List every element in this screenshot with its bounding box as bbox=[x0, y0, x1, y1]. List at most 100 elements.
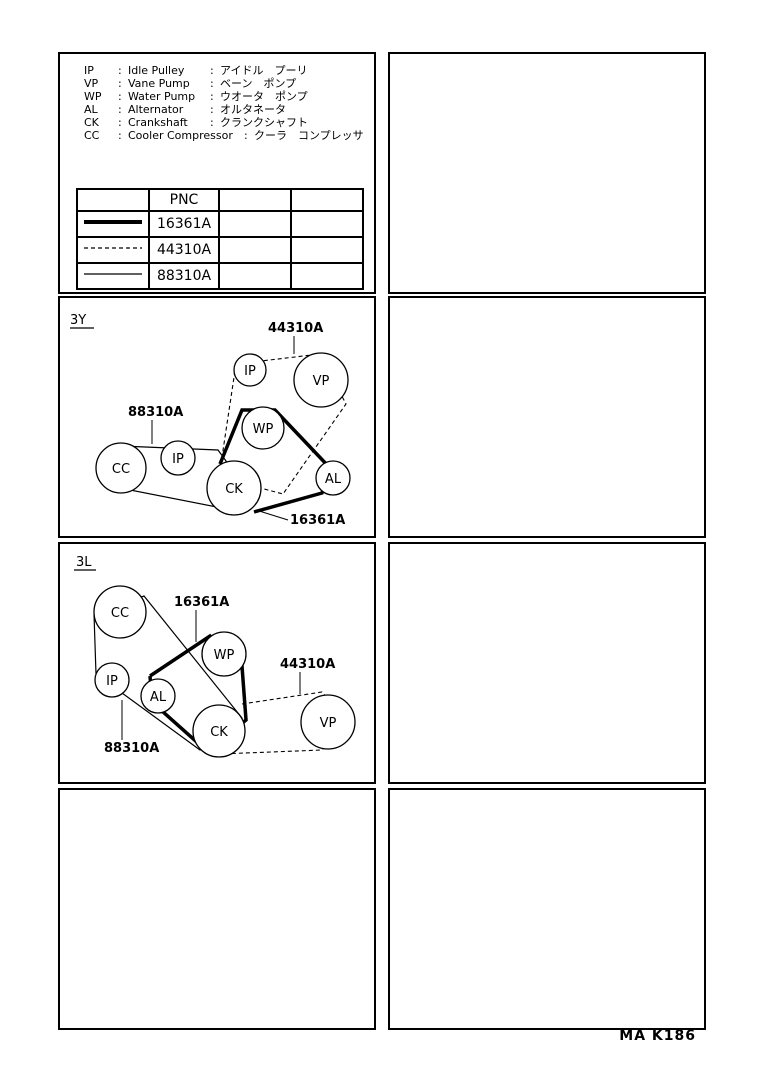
pulley-label: WP bbox=[214, 648, 235, 663]
thick-line-swatch bbox=[76, 210, 150, 238]
pulley-ck bbox=[206, 460, 262, 516]
engine-label: 3Y bbox=[70, 313, 86, 328]
legend-panel: IP : Idle Pulley : アイドル プーリ VP : Vane Pu… bbox=[58, 52, 376, 294]
legend-japanese: クーラ コンプレッサ bbox=[254, 129, 364, 142]
legend-english: Water Pump bbox=[128, 90, 196, 103]
empty-cell bbox=[218, 188, 292, 212]
legend-sep: : bbox=[118, 103, 122, 116]
legend-abbr: CC bbox=[84, 129, 100, 142]
empty-cell bbox=[290, 210, 364, 238]
pnc-code: 88310A bbox=[148, 262, 220, 290]
legend-abbr: CK bbox=[84, 116, 99, 129]
pulley-cc bbox=[93, 585, 147, 639]
legend-japanese: オルタネータ bbox=[220, 103, 286, 116]
legend-sep: : bbox=[210, 90, 214, 103]
pulley-label: IP bbox=[244, 364, 256, 379]
pulley-label: IP bbox=[172, 452, 184, 467]
pulley-ip bbox=[233, 353, 267, 387]
pnc-row: 16361A bbox=[76, 210, 364, 238]
pulley-al bbox=[140, 678, 176, 714]
pulley-wp bbox=[201, 631, 247, 677]
empty-cell bbox=[218, 210, 292, 238]
legend-japanese: クランクシャフト bbox=[220, 116, 308, 129]
legend-sep: : bbox=[118, 77, 122, 90]
callout-88310a: 88310A bbox=[104, 741, 159, 756]
legend-english: Alternator bbox=[128, 103, 184, 116]
legend-japanese: ベーン ポンプ bbox=[220, 77, 297, 90]
legend-row: AL : Alternator : オルタネータ bbox=[84, 103, 364, 116]
legend-abbr: VP bbox=[84, 77, 99, 90]
belt-thick-16361a bbox=[218, 408, 332, 514]
callout-16361a: 16361A bbox=[174, 595, 229, 610]
empty-cell bbox=[290, 236, 364, 264]
pulley-label: CC bbox=[111, 606, 129, 621]
legend-sep: : bbox=[118, 129, 122, 142]
pulley-label: CK bbox=[210, 725, 228, 740]
legend-sep: : bbox=[210, 77, 214, 90]
legend-abbr: IP bbox=[84, 64, 94, 77]
pulley-ip bbox=[94, 662, 130, 698]
legend-japanese: アイドル プーリ bbox=[220, 64, 308, 77]
belt-diagram-3y: 3Y IP VP WP CC IP CK AL 44310A 88310A 16… bbox=[70, 313, 351, 528]
blank-panel bbox=[58, 788, 376, 1030]
dashed-line-swatch bbox=[76, 236, 150, 264]
pnc-table: PNC 16361A 44310A 88310A bbox=[76, 188, 364, 290]
pulley-label: CC bbox=[112, 462, 130, 477]
pulley-al bbox=[315, 460, 351, 496]
pnc-code: 44310A bbox=[148, 236, 220, 264]
empty-cell bbox=[290, 262, 364, 290]
legend-english: Idle Pulley bbox=[128, 64, 185, 77]
pnc-header-row: PNC bbox=[76, 188, 364, 212]
legend-sep: : bbox=[118, 116, 122, 129]
pulley-label: VP bbox=[320, 716, 337, 731]
legend-abbr: AL bbox=[84, 103, 98, 116]
blank-panel bbox=[388, 542, 706, 784]
thin-line-swatch bbox=[76, 262, 150, 290]
pulley-label: WP bbox=[253, 422, 274, 437]
pulley-ip bbox=[160, 440, 196, 476]
legend-japanese: ウオータ ポンプ bbox=[220, 90, 308, 103]
pulley-ck bbox=[192, 704, 246, 758]
diagram-3y-panel: 3Y IP VP WP CC IP CK AL 44310A 88310A 16… bbox=[58, 296, 376, 538]
belt-diagram-3l: 3L CC WP IP AL CK VP 16361A 44310A 88310… bbox=[74, 555, 356, 758]
legend-sep: : bbox=[118, 64, 122, 77]
legend-english: Crankshaft bbox=[128, 116, 188, 129]
pulley-cc bbox=[95, 442, 147, 494]
abbreviation-legend: IP : Idle Pulley : アイドル プーリ VP : Vane Pu… bbox=[84, 64, 364, 142]
pnc-row: 44310A bbox=[76, 236, 364, 264]
callout-88310a: 88310A bbox=[128, 405, 183, 420]
callout-16361a: 16361A bbox=[290, 513, 345, 528]
empty-cell bbox=[218, 262, 292, 290]
legend-sep: : bbox=[210, 64, 214, 77]
pnc-row: 88310A bbox=[76, 262, 364, 290]
legend-row: CK : Crankshaft : クランクシャフト bbox=[84, 116, 364, 129]
legend-abbr: WP bbox=[84, 90, 102, 103]
pulley-label: CK bbox=[225, 482, 243, 497]
pulley-label: VP bbox=[313, 374, 330, 389]
line-style-header-cell bbox=[76, 188, 150, 212]
legend-sep: : bbox=[118, 90, 122, 103]
legend-sep: : bbox=[244, 129, 248, 142]
legend-sep: : bbox=[210, 116, 214, 129]
legend-row: VP : Vane Pump : ベーン ポンプ bbox=[84, 77, 364, 90]
legend-english: Vane Pump bbox=[128, 77, 190, 90]
blank-panel bbox=[388, 296, 706, 538]
diagram-3l-panel: 3L CC WP IP AL CK VP 16361A 44310A 88310… bbox=[58, 542, 376, 784]
callout-44310a: 44310A bbox=[280, 657, 335, 672]
pnc-header: PNC bbox=[148, 188, 220, 212]
engine-label: 3L bbox=[76, 555, 92, 570]
pulley-label: AL bbox=[150, 690, 167, 705]
legend-row: WP : Water Pump : ウオータ ポンプ bbox=[84, 90, 364, 103]
pulley-label: AL bbox=[325, 472, 342, 487]
empty-cell bbox=[290, 188, 364, 212]
legend-row: CC : Cooler Compressor : クーラ コンプレッサ bbox=[84, 129, 364, 142]
blank-panel bbox=[388, 788, 706, 1030]
empty-cell bbox=[218, 236, 292, 264]
page-code: MA K186 bbox=[619, 1028, 696, 1044]
legend-sep: : bbox=[210, 103, 214, 116]
pulley-wp bbox=[241, 406, 285, 450]
legend-english: Cooler Compressor bbox=[128, 129, 233, 142]
callout-44310a: 44310A bbox=[268, 321, 323, 336]
pulley-vp bbox=[300, 694, 356, 750]
pnc-code: 16361A bbox=[148, 210, 220, 238]
